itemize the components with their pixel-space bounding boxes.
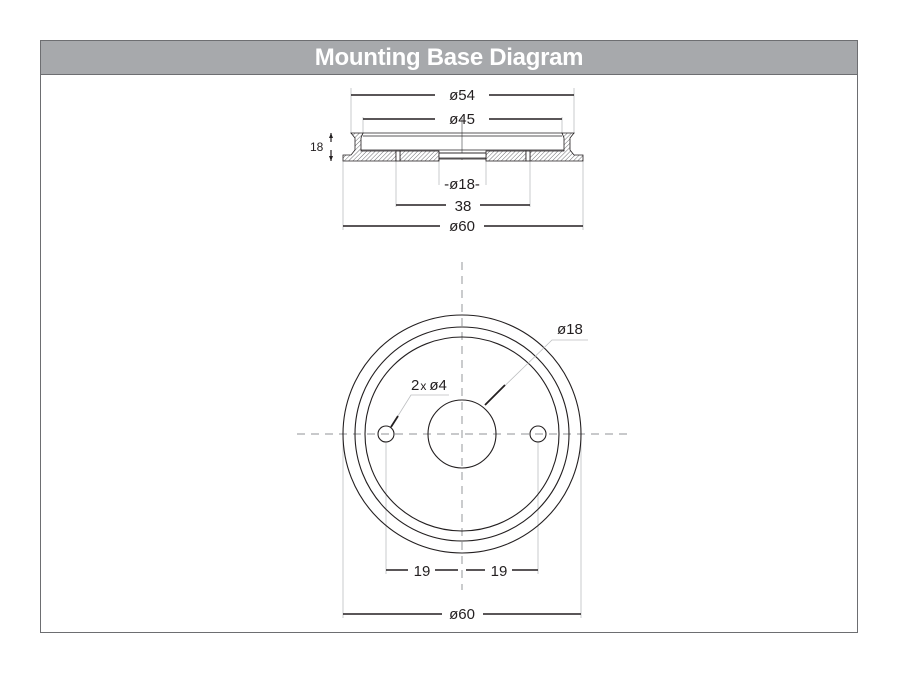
centerlines	[297, 262, 630, 590]
label-left-offset: 19	[414, 563, 431, 580]
center-hole	[427, 399, 497, 469]
side-section	[342, 132, 584, 162]
side-view: ø54 ø45 18 -ø18- 38 ø60	[310, 87, 584, 235]
dim-base-diameter-top: ø60	[343, 606, 581, 623]
dim-hole-offsets: 19 19	[386, 563, 538, 580]
dim-inner-top-diameter: ø45	[363, 111, 562, 128]
outer-ring	[342, 314, 582, 554]
label-base-diameter-top: ø60	[449, 606, 475, 623]
dim-outer-top-diameter: ø54	[351, 87, 574, 104]
label-base-diameter-side: ø60	[449, 218, 475, 235]
label-outer-top-diameter: ø54	[449, 87, 475, 104]
side-extension-lines	[342, 88, 584, 230]
page-title: Mounting Base Diagram	[314, 43, 584, 71]
dim-height: 18	[310, 133, 333, 161]
base-rings	[342, 314, 582, 554]
label-center-hole: -ø18-	[444, 176, 480, 193]
label-height: 18	[310, 140, 324, 154]
dim-center-hole-top: ø18	[484, 321, 588, 406]
mounting-hole-left	[377, 425, 395, 443]
label-inner-top-diameter: ø45	[449, 111, 475, 128]
label-right-offset: 19	[491, 563, 508, 580]
top-extension-lines	[342, 434, 582, 618]
mounting-hole-right	[529, 425, 547, 443]
dim-base-diameter-side: ø60	[343, 218, 583, 235]
dim-center-hole: -ø18-	[444, 176, 480, 193]
middle-ring	[354, 326, 570, 542]
diagram-frame: Mounting Base Diagram	[40, 40, 858, 633]
dim-hole-spacing: 38	[396, 198, 530, 215]
title-bar: Mounting Base Diagram	[41, 41, 857, 75]
label-hole-spacing: 38	[455, 198, 472, 215]
inner-ring	[364, 336, 560, 532]
label-center-hole-top: ø18	[557, 321, 583, 338]
